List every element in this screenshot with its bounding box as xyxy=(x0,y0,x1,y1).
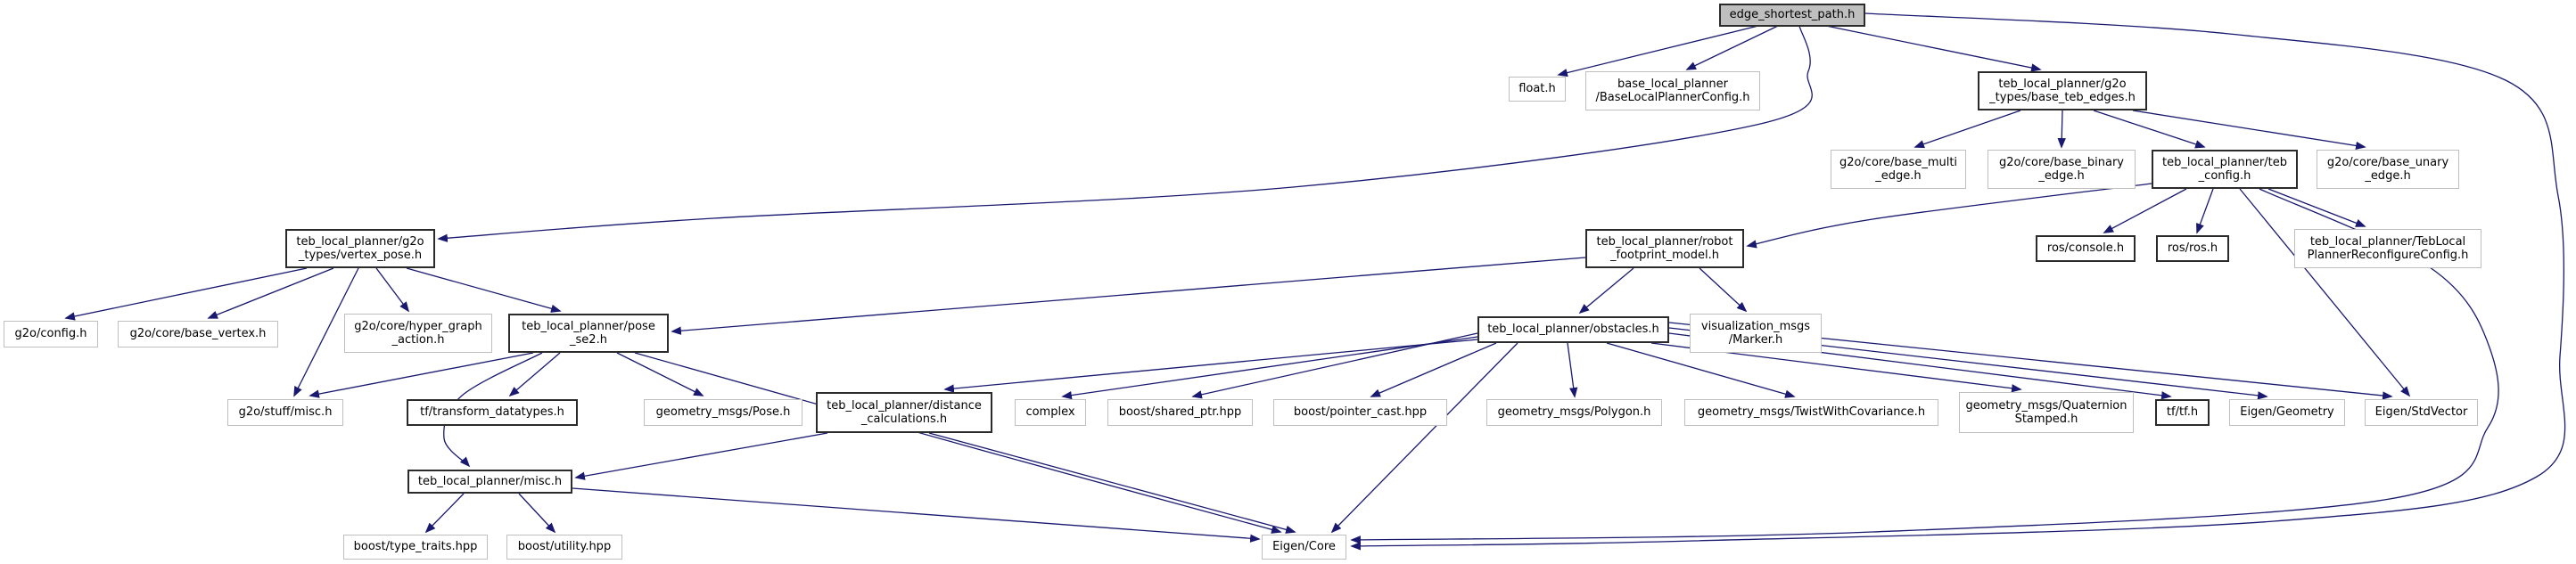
graph-node-bte[interactable]: teb_local_planner/g2o _types/base_teb_ed… xyxy=(1978,71,2147,110)
graph-node-obstacles[interactable]: teb_local_planner/obstacles.h xyxy=(1477,316,1669,343)
graph-node-console[interactable]: ros/console.h xyxy=(2036,235,2136,262)
dependency-edge-root-to-float-h xyxy=(1557,25,1759,78)
dependency-edge-bte-to-tebconf xyxy=(2093,110,2206,149)
graph-node-multi: g2o/core/base_multi _edge.h xyxy=(1831,150,1966,189)
dependency-edge-vertexpose-to-hyper xyxy=(375,267,410,313)
dependency-edge-distcalc-to-eigencore xyxy=(928,432,1296,534)
graph-node-basevertex: g2o/core/base_vertex.h xyxy=(118,321,278,347)
dependency-edge-posese2-to-tfdata xyxy=(508,352,561,397)
graph-node-teblocal: teb_local_planner/TebLocal PlannerReconf… xyxy=(2294,229,2481,268)
dependency-edge-robotfp-to-marker xyxy=(1699,267,1748,313)
graph-node-tftf[interactable]: tf/tf.h xyxy=(2155,399,2210,426)
dependency-edge-tebmisc-to-eigencore xyxy=(572,487,1261,543)
graph-node-eigengeom: Eigen/Geometry xyxy=(2229,399,2345,426)
graph-node-distcalc[interactable]: teb_local_planner/distance _calculations… xyxy=(816,392,992,433)
dependency-edge-vertexpose-to-g2oconfig xyxy=(64,267,308,321)
dependency-edge-posese2-to-posemsg xyxy=(616,352,704,396)
graph-node-rosros[interactable]: ros/ros.h xyxy=(2156,235,2229,262)
graph-node-sharedptr: boost/shared_ptr.hpp xyxy=(1107,399,1253,426)
dependency-edge-obstacles-to-ptrcast xyxy=(1370,342,1497,397)
graph-node-tebconf[interactable]: teb_local_planner/teb _config.h xyxy=(2152,150,2298,189)
graph-node-g2oconfig: g2o/config.h xyxy=(4,321,98,347)
graph-node-quat: geometry_msgs/Quaternion Stamped.h xyxy=(1959,392,2134,433)
graph-node-stuffmisc: g2o/stuff/misc.h xyxy=(227,399,343,426)
graph-node-root: edge_shortest_path.h xyxy=(1719,4,1865,27)
graph-node-vertexpose[interactable]: teb_local_planner/g2o _types/vertex_pose… xyxy=(285,229,435,268)
dependency-edge-bte-to-multi xyxy=(1913,110,2021,149)
dependency-edge-tebmisc-to-typetraits xyxy=(424,493,465,534)
dependency-edge-obstacles-to-complex xyxy=(1061,336,1478,400)
dependency-edge-obstacles-to-polygon xyxy=(1567,342,1578,398)
dependency-edge-distcalc-to-tebmisc xyxy=(574,432,828,480)
graph-node-utility: boost/utility.hpp xyxy=(506,535,622,560)
graph-node-eigencore: Eigen/Core xyxy=(1262,535,1346,560)
dependency-edge-tebconf-to-eigencore xyxy=(1350,188,2499,544)
graph-node-complex: complex xyxy=(1015,399,1086,426)
dependency-edge-tebconf-to-rosros xyxy=(2196,188,2214,234)
dependency-edge-root-to-vertexpose xyxy=(437,25,1813,242)
graph-node-blpc: base_local_planner /BaseLocalPlannerConf… xyxy=(1585,71,1760,110)
dependency-edge-tebconf-to-stdvec xyxy=(2239,188,2411,397)
dependency-edge-root-to-blpc xyxy=(1685,25,1779,70)
graph-node-binary: g2o/core/base_binary _edge.h xyxy=(1988,150,2136,189)
graph-node-robotfp[interactable]: teb_local_planner/robot _footprint_model… xyxy=(1585,229,1744,268)
graph-node-posemsg: geometry_msgs/Pose.h xyxy=(644,399,802,426)
dependency-edge-tebconf-to-robotfp xyxy=(1746,183,2152,249)
graph-node-marker: visualization_msgs /Marker.h xyxy=(1690,314,1822,353)
dependency-edge-tebconf-to-console xyxy=(2103,188,2187,233)
graph-node-posese2[interactable]: teb_local_planner/pose _se2.h xyxy=(508,314,669,353)
dependency-edge-tebmisc-to-utility xyxy=(518,493,556,534)
dependency-edge-tebconf-to-teblocal xyxy=(2267,188,2366,227)
dependency-edge-root-to-bte xyxy=(1825,25,2042,72)
graph-node-twist: geometry_msgs/TwistWithCovariance.h xyxy=(1684,399,1938,426)
graph-node-float-h: float.h xyxy=(1509,77,1566,102)
dependency-edge-posese2-to-stuffmisc xyxy=(309,352,534,398)
graph-node-tebmisc[interactable]: teb_local_planner/misc.h xyxy=(407,470,572,494)
dependency-edge-robotfp-to-posese2 xyxy=(671,257,1586,335)
dependency-edge-obstacles-to-twist xyxy=(1606,342,1796,398)
graph-node-hyper: g2o/core/hyper_graph _action.h xyxy=(344,314,492,353)
graph-node-tfdata[interactable]: tf/transform_datatypes.h xyxy=(407,399,578,426)
dependency-edge-posese2-to-eigencore xyxy=(634,352,1282,534)
dependency-edge-vertexpose-to-stuffmisc xyxy=(293,267,359,397)
dependency-edge-bte-to-unary xyxy=(2132,110,2366,151)
dependency-edge-obstacles-to-sharedptr xyxy=(1191,332,1478,399)
dependency-edge-root-to-eigencore xyxy=(1350,12,2566,551)
dependency-edge-vertexpose-to-basevertex xyxy=(207,267,334,319)
dependency-edge-obstacles-to-eigencore xyxy=(1330,342,1518,534)
dependency-edge-obstacles-to-distcalc xyxy=(943,339,1478,393)
dependency-edge-vertexpose-to-posese2 xyxy=(406,267,562,313)
graph-node-stdvec: Eigen/StdVector xyxy=(2365,399,2478,426)
graph-node-polygon: geometry_msgs/Polygon.h xyxy=(1486,399,1662,426)
graph-node-unary: g2o/core/base_unary _edge.h xyxy=(2317,150,2459,189)
graph-node-typetraits: boost/type_traits.hpp xyxy=(343,535,488,560)
graph-node-ptrcast: boost/pointer_cast.hpp xyxy=(1273,399,1447,426)
dependency-edge-robotfp-to-obstacles xyxy=(1578,267,1634,315)
